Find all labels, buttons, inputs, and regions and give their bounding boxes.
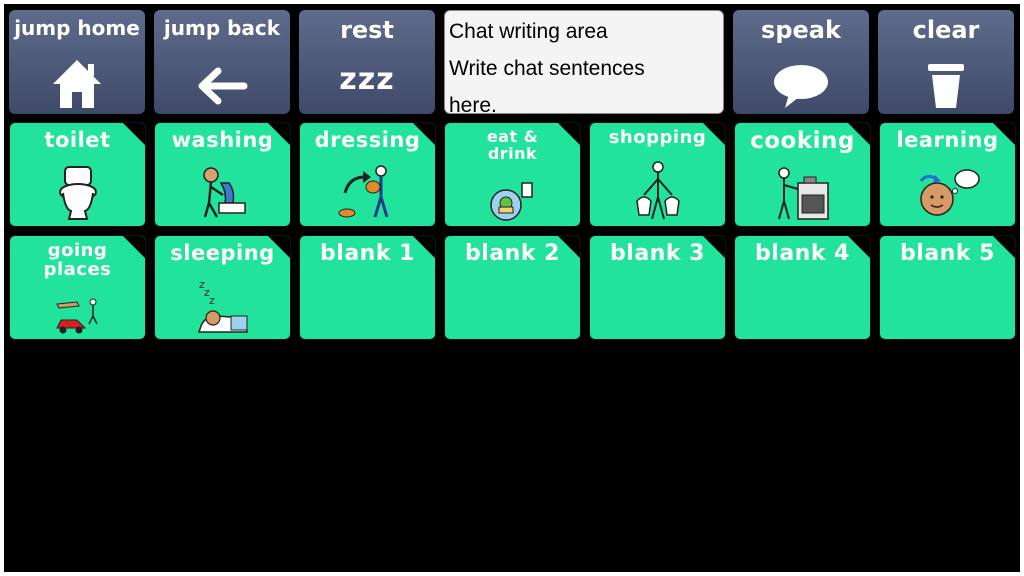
- home-icon: [53, 60, 101, 108]
- folder-corner: [993, 236, 1015, 258]
- eat-drink-label: eat & drink: [445, 127, 580, 163]
- folder-corner: [993, 123, 1015, 145]
- blank-5-button[interactable]: blank 5: [879, 235, 1016, 340]
- rest-label: rest: [340, 16, 394, 44]
- going-places-label-line-2: places: [43, 258, 112, 280]
- blank-4-button[interactable]: blank 4: [734, 235, 871, 340]
- folder-corner: [268, 123, 290, 145]
- folder-corner: [558, 123, 580, 145]
- blank-1-label: blank 1: [320, 241, 415, 266]
- going-places-button[interactable]: going places: [9, 235, 146, 340]
- clear-button[interactable]: clear: [878, 10, 1014, 114]
- folder-corner: [848, 236, 870, 258]
- blank-1-button[interactable]: blank 1: [299, 235, 436, 340]
- svg-text:z: z: [209, 294, 215, 307]
- chat-writing-area[interactable]: Chat writing area Write chat sentences h…: [444, 10, 724, 117]
- jump-home-button[interactable]: jump home: [9, 10, 145, 114]
- rest-button[interactable]: rest zzz: [299, 10, 435, 114]
- car-travel-icon: [55, 298, 98, 334]
- blank-3-button[interactable]: blank 3: [589, 235, 726, 340]
- blank-2-label: blank 2: [465, 241, 560, 266]
- dressing-button[interactable]: dressing: [299, 122, 436, 227]
- chat-line-3: here.: [449, 94, 497, 117]
- blank-4-label: blank 4: [755, 241, 850, 266]
- going-places-label: going places: [10, 240, 145, 280]
- sleeping-label: sleeping: [170, 241, 275, 265]
- washing-label: washing: [171, 128, 274, 152]
- learning-label: learning: [896, 128, 999, 152]
- sleep-zzz-icon: zzz: [299, 62, 435, 97]
- jump-home-label: jump home: [14, 16, 140, 40]
- eat-drink-label-line-1: eat &: [486, 127, 539, 146]
- sleeping-button[interactable]: sleeping z z z: [154, 235, 291, 340]
- speak-label: speak: [761, 16, 841, 44]
- blank-2-button[interactable]: blank 2: [444, 235, 581, 340]
- shopping-label: shopping: [608, 127, 707, 148]
- dressing-label: dressing: [314, 128, 421, 152]
- cooking-label: cooking: [750, 128, 855, 154]
- blank-5-label: blank 5: [900, 241, 995, 266]
- folder-corner: [268, 236, 290, 258]
- speech-bubble-icon: [774, 65, 828, 108]
- jump-back-button[interactable]: jump back: [154, 10, 290, 114]
- trash-icon: [928, 64, 964, 108]
- chat-line-2: Write chat sentences: [449, 57, 645, 80]
- dressing-icon: [338, 165, 388, 218]
- sleeping-person-icon: z z z: [197, 278, 248, 333]
- folder-corner: [123, 236, 145, 258]
- washing-icon: [202, 167, 246, 218]
- svg-text:z: z: [199, 278, 205, 291]
- folder-corner: [848, 123, 870, 145]
- shopping-button[interactable]: shopping: [589, 122, 726, 227]
- folder-corner: [558, 236, 580, 258]
- folder-corner: [123, 123, 145, 145]
- eat-drink-button[interactable]: eat & drink: [444, 122, 581, 227]
- jump-back-label: jump back: [163, 16, 281, 40]
- toilet-icon: [58, 166, 97, 220]
- cooking-button[interactable]: cooking: [734, 122, 871, 227]
- eat-drink-label-line-2: drink: [487, 143, 538, 163]
- folder-corner: [703, 236, 725, 258]
- folder-corner: [703, 123, 725, 145]
- sleep-zzz-glyph: zzz: [339, 62, 395, 97]
- speak-button[interactable]: speak: [733, 10, 869, 114]
- blank-3-label: blank 3: [610, 241, 705, 266]
- svg-text:z: z: [204, 286, 210, 299]
- shopping-bags-icon: [635, 161, 680, 220]
- washing-button[interactable]: washing: [154, 122, 291, 227]
- arrow-left-icon: [198, 67, 248, 105]
- going-places-label-line-1: going: [47, 240, 108, 261]
- toilet-label: toilet: [44, 128, 111, 152]
- toilet-button[interactable]: toilet: [9, 122, 146, 227]
- thinking-head-icon: [919, 169, 980, 216]
- plate-food-icon: [489, 182, 533, 221]
- chat-line-1: Chat writing area: [449, 20, 608, 43]
- folder-corner: [413, 236, 435, 258]
- cooking-stove-icon: [777, 167, 829, 220]
- clear-label: clear: [912, 16, 980, 44]
- folder-corner: [413, 123, 435, 145]
- learning-button[interactable]: learning: [879, 122, 1016, 227]
